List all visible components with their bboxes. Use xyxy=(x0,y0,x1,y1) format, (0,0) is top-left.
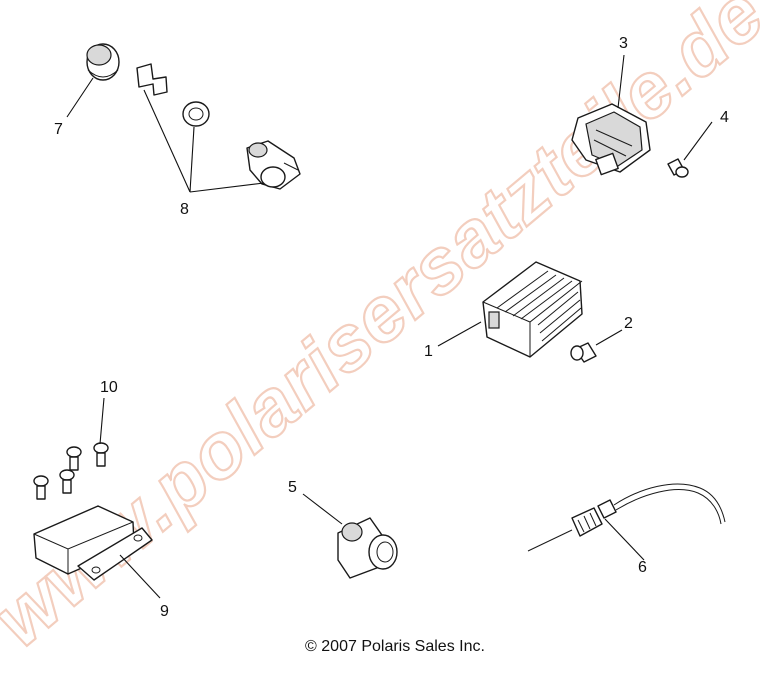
leader-4 xyxy=(683,121,713,161)
part-7-cap xyxy=(86,43,120,81)
callout-1: 1 xyxy=(424,343,433,360)
leader-6 xyxy=(604,518,645,561)
part-3-regulator xyxy=(571,103,651,176)
leader-5 xyxy=(302,493,343,525)
callout-4: 4 xyxy=(720,109,729,126)
screw xyxy=(33,475,49,500)
callout-7: 7 xyxy=(54,121,63,138)
part-9-relay-box xyxy=(33,505,153,581)
leader-3 xyxy=(617,54,625,109)
screw xyxy=(93,442,109,467)
leader-8a xyxy=(143,89,191,193)
part-4-screw xyxy=(667,158,689,178)
part-2-screw xyxy=(570,342,597,363)
callout-10: 10 xyxy=(100,379,118,396)
part-6-sensor xyxy=(527,483,726,552)
part-5-switch xyxy=(337,517,398,579)
callout-5: 5 xyxy=(288,479,297,496)
callout-3: 3 xyxy=(619,35,628,52)
copyright-text: © 2007 Polaris Sales Inc. xyxy=(305,638,485,655)
part-8-key xyxy=(136,63,168,96)
screw xyxy=(66,446,82,471)
leader-8c xyxy=(189,182,265,193)
part-8-nut xyxy=(182,101,210,127)
part-1-cdi-box xyxy=(482,261,583,358)
leader-9 xyxy=(119,554,161,599)
part-10-screws xyxy=(33,442,109,500)
callout-8: 8 xyxy=(180,201,189,218)
leader-10 xyxy=(99,397,105,445)
leader-2 xyxy=(595,329,623,346)
leader-8b xyxy=(189,126,195,193)
leader-7 xyxy=(66,77,94,118)
callout-2: 2 xyxy=(624,315,633,332)
screw xyxy=(59,469,75,494)
callout-6: 6 xyxy=(638,559,647,576)
callout-9: 9 xyxy=(160,603,169,620)
leader-1 xyxy=(437,321,482,347)
part-8-ignition-switch xyxy=(246,140,301,190)
